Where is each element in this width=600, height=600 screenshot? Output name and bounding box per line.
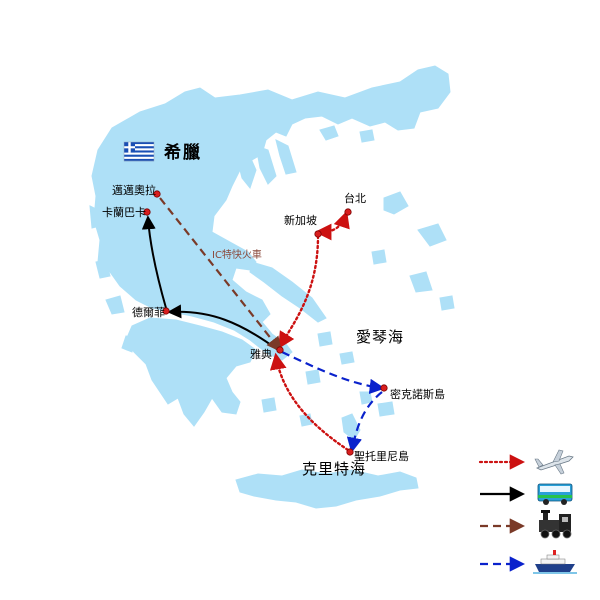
ferry-route-mykonos-santorini — [346, 391, 383, 454]
city-dot-singapore — [314, 230, 322, 238]
bus-icon — [537, 483, 573, 505]
legend — [478, 449, 577, 574]
city-label-kalambaka: 卡蘭巴卡 — [102, 206, 146, 219]
legend-row-ferry — [480, 550, 577, 574]
city-dot-meteora — [153, 190, 161, 198]
legend-row-train — [480, 510, 572, 539]
city-markers — [143, 190, 388, 456]
ferry-icon — [533, 550, 577, 574]
legend-row-bus — [480, 483, 573, 505]
city-dot-santorini — [346, 448, 354, 456]
train-route-label: IC特快火車 — [212, 248, 262, 261]
aegean-sea-label: 愛琴海 — [356, 328, 404, 346]
city-label-meteora: 邁邁奧拉 — [112, 183, 156, 197]
greece-flag-icon — [123, 141, 155, 162]
city-label-mykonos: 密克諾斯島 — [390, 387, 445, 401]
city-label-singapore: 新加坡 — [284, 213, 317, 227]
airplane-icon — [534, 449, 574, 475]
flight-route-taipei-singapore — [314, 210, 350, 241]
city-label-taipei: 台北 — [344, 191, 366, 205]
flight-route-santorini-athens — [269, 352, 350, 452]
flight-route-singapore-athens — [278, 234, 320, 349]
city-label-athens: 雅典 — [250, 347, 272, 361]
city-dot-kalambaka — [143, 208, 151, 216]
ferry-route-athens-mykonos — [281, 351, 386, 395]
city-label-delphi: 德爾菲 — [132, 305, 165, 319]
country-title: 希臘 — [164, 142, 202, 163]
city-dot-taipei — [344, 208, 352, 216]
city-dot-athens — [276, 346, 284, 354]
bus-route-delphi-kalambaka — [141, 215, 167, 309]
cretan-sea-label: 克里特海 — [302, 460, 366, 478]
legend-row-airplane — [478, 449, 574, 475]
city-dot-mykonos — [380, 384, 388, 392]
train-icon — [539, 510, 572, 539]
landmass — [89, 65, 455, 509]
city-dot-delphi — [162, 307, 170, 315]
bus-route-athens-delphi — [167, 304, 279, 351]
routes — [141, 197, 386, 454]
city-label-santorini: 聖托里尼島 — [354, 449, 409, 463]
train-route-meteora-athens — [159, 197, 282, 353]
